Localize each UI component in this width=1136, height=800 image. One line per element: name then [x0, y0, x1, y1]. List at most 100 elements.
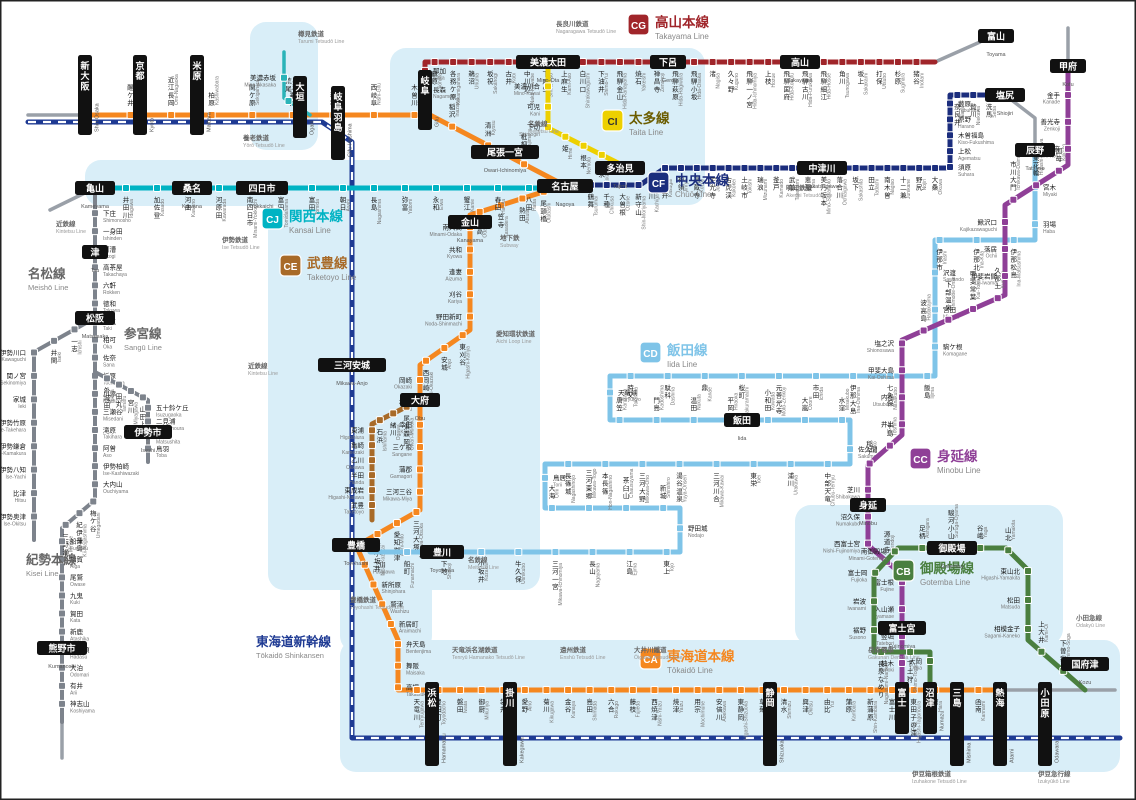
station-label: 禅昌寺 — [654, 69, 661, 93]
note-ja: 近鉄線 — [248, 361, 268, 370]
station-label: 元善光寺 — [776, 384, 783, 415]
station-label: 川添 — [103, 389, 117, 398]
station-romaji: Ozore — [808, 396, 814, 410]
station-label: 河原田 — [216, 196, 223, 219]
station-label: 南木曽 — [884, 175, 891, 199]
line-code-badge — [627, 13, 650, 36]
major-station-bar — [724, 413, 760, 427]
station-label: 東田子の浦 — [910, 697, 917, 737]
note-ja: 長良川鉄道 — [556, 19, 589, 28]
station-badge — [931, 164, 940, 172]
station-badge — [618, 181, 627, 189]
major-station-bar — [124, 425, 172, 439]
station-label: 伊勢奥津 — [0, 512, 27, 521]
station-label: 富田 — [309, 195, 316, 212]
station-badge — [91, 209, 99, 218]
station-romaji: Sugihara — [901, 73, 907, 93]
station-romaji: Sakuma — [858, 454, 877, 460]
station-label: 定光寺 — [709, 175, 716, 199]
station-label: 谷峨 — [977, 523, 984, 540]
line-code: CF — [652, 179, 665, 190]
station-romaji: Mizunami — [763, 179, 769, 200]
note-en: Meitetsu Line — [528, 129, 559, 135]
note-ja: 岳南電車 — [868, 645, 895, 654]
station-label: 三河大野 — [639, 472, 646, 503]
station-badge — [207, 111, 216, 119]
station-label: 門島 — [653, 396, 660, 412]
station-label: 武豊 — [351, 500, 365, 509]
station-badge — [144, 444, 152, 453]
major-station-romaji: Mishima — [967, 742, 973, 763]
major-station-bar — [503, 682, 517, 766]
station-romaji: Nishi-Fujinomiya — [823, 548, 860, 554]
station-romaji: Iijima — [930, 387, 936, 399]
station-romaji: Inazawa — [455, 98, 461, 117]
station-badge — [919, 326, 928, 335]
major-station-bar — [75, 181, 115, 195]
station-badge — [602, 181, 611, 189]
major-station-romaji: Takayama — [787, 78, 813, 84]
station-label: 弥富 — [402, 195, 409, 212]
major-station-bar — [950, 682, 964, 766]
station-romaji: Nishi-Okazaki — [429, 372, 435, 403]
note-ja: 伊勢鉄道 — [221, 235, 249, 244]
station-badge — [167, 111, 176, 119]
station-label: 波高島 — [920, 298, 927, 322]
station-badge — [449, 58, 458, 66]
major-station-bar — [1050, 59, 1086, 73]
station-label: 奈良井 — [954, 102, 961, 126]
station-label: 伊那市 — [936, 247, 943, 271]
station-badge — [849, 372, 858, 380]
station-badge — [30, 489, 38, 498]
station-badge — [373, 530, 382, 539]
station-romaji: Hadasu — [70, 654, 87, 660]
station-badge — [1032, 181, 1041, 190]
station-label: 十二兼 — [900, 175, 907, 199]
station-romaji: Zenkoji — [1044, 127, 1060, 133]
station-badge — [890, 547, 899, 556]
major-station-romaji: Toyokawa — [430, 568, 455, 574]
station-badge — [368, 456, 376, 465]
station-badge — [918, 544, 927, 552]
station-romaji: Asahi — [346, 199, 352, 212]
station-label: 荒尾 — [285, 76, 292, 93]
station-badge — [467, 58, 476, 66]
station-label: 三瀬谷 — [103, 407, 123, 416]
line-code: CJ — [266, 215, 279, 226]
station-label: 東静岡 — [738, 697, 745, 721]
line-code-badge — [639, 341, 662, 364]
station-romaji: Miyaki — [1043, 192, 1057, 198]
station-badge — [588, 548, 597, 556]
station-label: 東上 — [663, 559, 670, 576]
station-badge — [551, 548, 560, 556]
station-badge — [514, 548, 523, 556]
station-label: 下庄 — [103, 208, 117, 217]
station-romaji: Ooka — [910, 666, 922, 672]
station-romaji: Aso — [103, 453, 112, 459]
major-station-romaji: Maibara — [207, 111, 213, 132]
region-label-en: Kisei Line — [26, 569, 59, 578]
station-badge — [867, 164, 876, 172]
note-en: Tarumi Tetsudō Line — [298, 39, 344, 45]
station-label: 白川口 — [580, 69, 587, 93]
station-label: 猪谷 — [913, 69, 920, 86]
station-romaji: Aichi-Mito — [400, 534, 406, 556]
station-label: 甲斐大島 — [868, 366, 895, 375]
station-romaji: Gendoji — [890, 535, 896, 552]
major-station-romaji: Iida — [738, 436, 748, 442]
station-romaji: Nukuta — [697, 394, 703, 410]
station-romaji: Tomidahama — [284, 199, 290, 228]
station-label: 飛騨萩原 — [672, 70, 679, 101]
major-station-romaji: Gifu — [435, 117, 441, 127]
station-badge — [375, 416, 384, 425]
station-label: 柏原 — [208, 90, 215, 107]
station-romaji: Hida-Hagiwara — [678, 73, 684, 106]
station-label: 山北 — [1005, 526, 1012, 543]
station-label: 大桑 — [932, 175, 939, 192]
station-romaji: Abekawa — [722, 701, 728, 722]
station-badge — [416, 375, 424, 384]
station-badge — [30, 395, 38, 404]
station-romaji: Niekawa — [976, 106, 982, 125]
